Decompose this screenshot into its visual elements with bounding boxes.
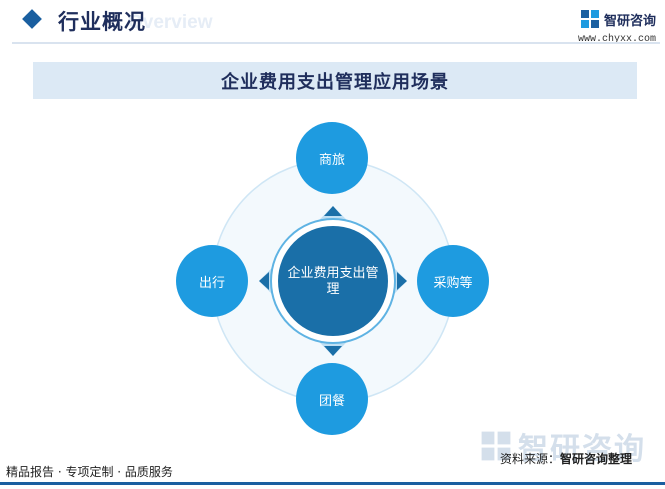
header-divider — [12, 42, 660, 44]
center-arrow-bottom — [324, 346, 342, 356]
watermark-logo-icon — [481, 431, 511, 461]
header-ghost-text: Overview — [128, 12, 213, 33]
diagram-title-banner: 企业费用支出管理应用场景 — [33, 62, 637, 99]
brand-logo-icon — [581, 10, 599, 28]
page-title: 行业概况 — [58, 10, 146, 34]
node-left: 出行 — [176, 245, 248, 317]
source-value: 智研咨询整理 — [560, 452, 633, 466]
source-label: 资料来源： — [500, 452, 561, 466]
header: Overview 行业概况 智研咨询 www.chyxx.com — [0, 0, 665, 46]
node-right: 采购等 — [417, 245, 489, 317]
footer-source: 资料来源：智研咨询整理 — [500, 450, 632, 467]
brand: 智研咨询 — [580, 9, 656, 29]
footer-slogan: 精品报告 · 专项定制 · 品质服务 — [6, 465, 173, 479]
watermark-text: 智研咨询 — [518, 432, 646, 467]
node-top: 商旅 — [296, 122, 368, 194]
node-bottom: 团餐 — [296, 363, 368, 435]
center-arrow-left — [259, 272, 269, 290]
center-arrow-right — [397, 272, 407, 290]
brand-url: www.chyxx.com — [578, 34, 657, 45]
footer-watermark: 智研咨询 — [480, 424, 646, 468]
center-circle — [278, 226, 388, 336]
diagram-title: 企业费用支出管理应用场景 — [221, 71, 449, 93]
brand-name: 智研咨询 — [604, 13, 657, 29]
center-label: 企业费用支出管理 — [287, 266, 379, 297]
footer-divider — [0, 482, 665, 485]
center-arrow-top — [324, 206, 342, 216]
